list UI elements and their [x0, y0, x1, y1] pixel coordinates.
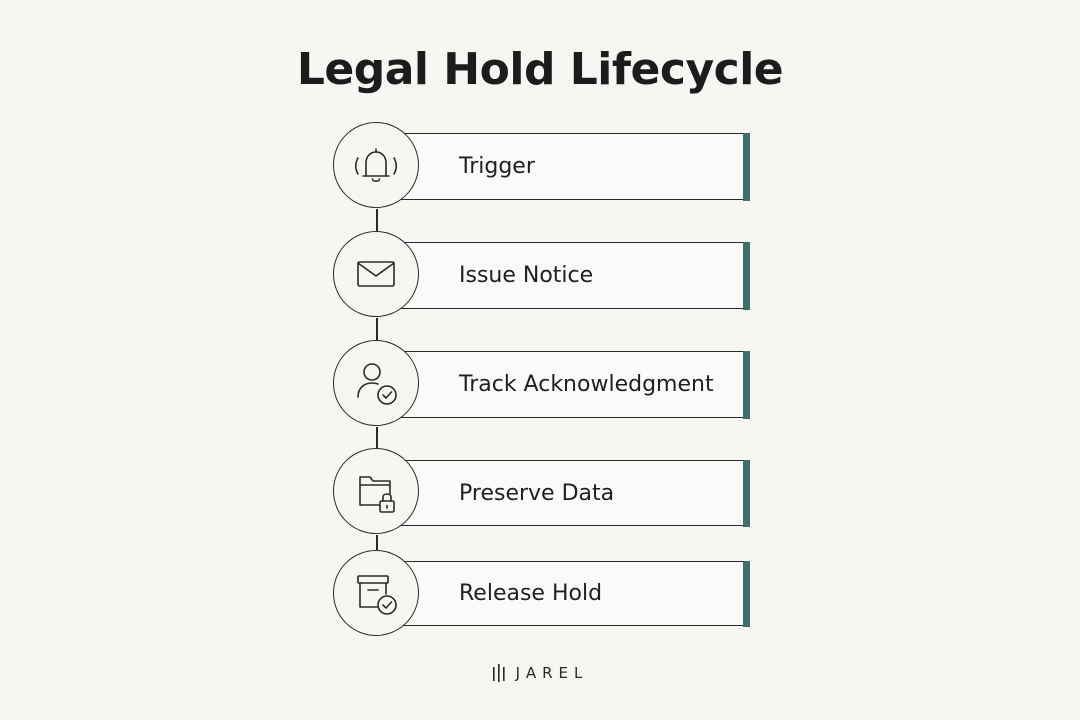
accent-strip [743, 132, 750, 201]
step-label: Release Hold [459, 581, 603, 606]
accent-strip [743, 241, 750, 310]
brand-footer: JAREL [0, 664, 1080, 682]
connector-line [376, 209, 378, 231]
user-check-icon [357, 363, 397, 405]
step-bar-trigger: Trigger [398, 132, 750, 201]
step-label: Issue Notice [459, 263, 594, 288]
accent-strip [743, 560, 750, 627]
brand-bars-icon [492, 664, 505, 682]
connector-line [376, 318, 378, 340]
brand-name: JAREL [515, 664, 589, 682]
bell-icon [354, 148, 398, 183]
accent-strip [743, 350, 750, 419]
envelope-icon [357, 261, 395, 287]
step-circle-track-acknowledgment [333, 340, 419, 426]
archive-check-icon [357, 575, 397, 615]
step-bar-preserve-data: Preserve Data [398, 459, 750, 527]
connector-line [376, 535, 378, 550]
step-circle-issue-notice [333, 231, 419, 317]
accent-strip [743, 459, 750, 527]
step-label: Trigger [459, 154, 535, 179]
page-title: Legal Hold Lifecycle [296, 44, 784, 95]
step-bar-issue-notice: Issue Notice [398, 241, 750, 310]
step-bar-track-acknowledgment: Track Acknowledgment [398, 350, 750, 419]
step-bar-release-hold: Release Hold [398, 560, 750, 627]
step-circle-preserve-data [333, 448, 419, 534]
connector-line [376, 427, 378, 448]
step-label: Track Acknowledgment [459, 372, 714, 397]
step-label: Preserve Data [459, 480, 615, 506]
folder-lock-icon [359, 476, 395, 513]
step-circle-release-hold [333, 550, 419, 636]
step-circle-trigger [333, 122, 419, 208]
